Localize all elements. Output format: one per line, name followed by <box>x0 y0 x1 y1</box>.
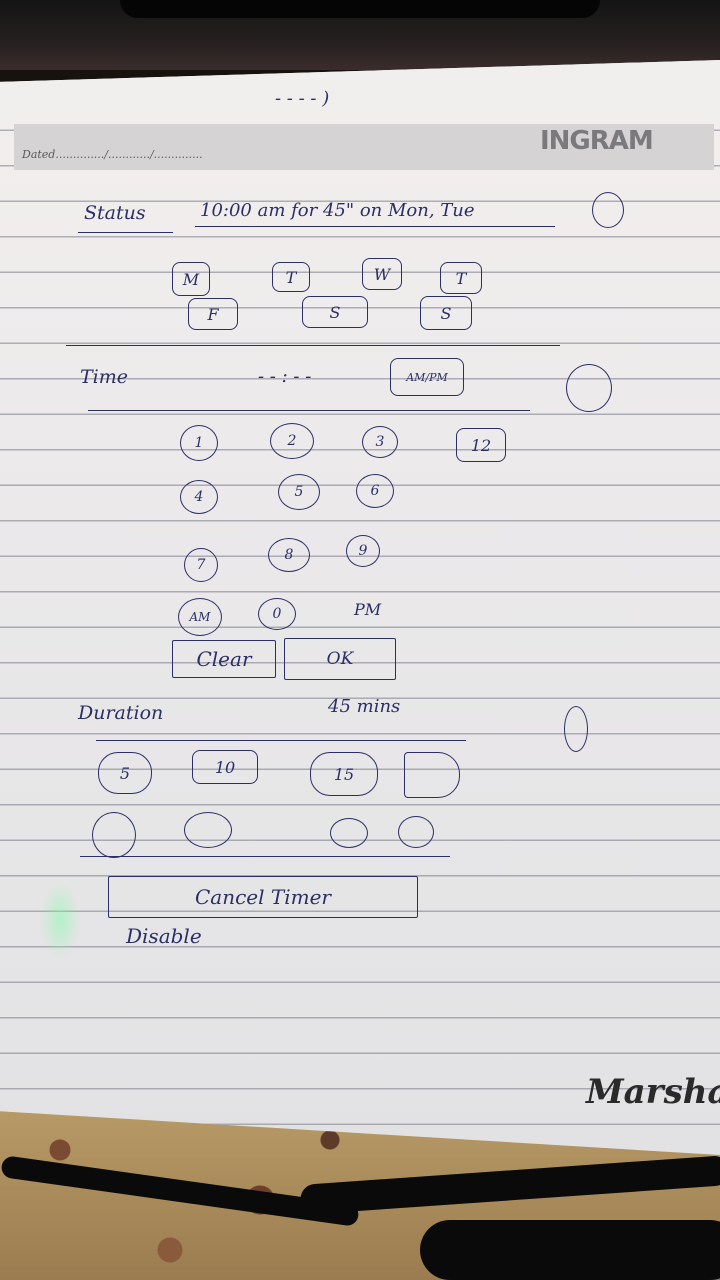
duration-radio-5[interactable] <box>92 812 136 858</box>
keypad-key-9[interactable]: 9 <box>346 535 380 567</box>
keypad-key-pm[interactable]: PM <box>354 600 382 619</box>
duration-label: Duration <box>78 702 164 724</box>
keypad-key-8[interactable]: 8 <box>268 538 310 572</box>
day-toggle-sun[interactable]: S <box>420 296 472 330</box>
time-value: - - : - - <box>258 366 312 387</box>
keypad-key-5[interactable]: 5 <box>278 474 320 510</box>
watermark-logo: Marshall <box>586 1072 720 1112</box>
time-radio[interactable] <box>566 364 612 412</box>
duration-option-5[interactable]: 5 <box>98 752 152 794</box>
ampm-toggle-button[interactable]: AM/PM <box>390 358 464 396</box>
keypad-key-12[interactable]: 12 <box>456 428 506 462</box>
status-radio[interactable] <box>592 192 624 228</box>
duration-option-10[interactable]: 10 <box>192 750 258 784</box>
time-section-divider <box>88 410 530 411</box>
keypad-key-0[interactable]: 0 <box>258 598 296 630</box>
cable-top <box>120 0 600 18</box>
clear-button[interactable]: Clear <box>172 640 276 678</box>
duration-option-15[interactable]: 15 <box>310 752 378 796</box>
keypad-key-4[interactable]: 4 <box>180 480 218 514</box>
day-toggle-fri[interactable]: F <box>188 298 238 330</box>
header-band <box>14 124 714 170</box>
time-label: Time <box>80 366 129 388</box>
keypad-key-am[interactable]: AM <box>178 598 222 636</box>
day-toggle-tue[interactable]: T <box>272 262 310 292</box>
status-text: 10:00 am for 45" on Mon, Tue <box>200 200 475 221</box>
duration-radio-10[interactable] <box>184 812 232 848</box>
day-toggle-mon[interactable]: M <box>172 262 210 296</box>
cancel-timer-note: Disable <box>126 924 202 948</box>
cancel-timer-button[interactable]: Cancel Timer <box>108 876 418 918</box>
status-label: Status <box>84 202 146 224</box>
light-glare <box>40 880 80 960</box>
duration-radio-custom[interactable] <box>398 816 434 848</box>
duration-option-custom[interactable] <box>404 752 460 798</box>
keypad-key-6[interactable]: 6 <box>356 474 394 508</box>
duration-section-divider <box>96 740 466 741</box>
keypad-key-3[interactable]: 3 <box>362 426 398 458</box>
day-toggle-wed[interactable]: W <box>362 258 402 290</box>
dated-label: Dated............../............/.......… <box>22 148 203 161</box>
ok-button[interactable]: OK <box>284 638 396 680</box>
duration-value: 45 mins <box>328 696 401 717</box>
keypad-key-7[interactable]: 7 <box>184 548 218 582</box>
day-toggle-thu[interactable]: T <box>440 262 482 294</box>
cable-right <box>420 1220 720 1280</box>
brand-logo: INGRAM <box>540 126 654 156</box>
keypad-key-1[interactable]: 1 <box>180 425 218 461</box>
duration-radio-15[interactable] <box>330 818 368 848</box>
status-underline <box>78 232 173 233</box>
status-text-underline <box>195 226 555 227</box>
status-section-divider <box>66 345 560 346</box>
top-scribble: - - - - ) <box>275 88 330 109</box>
duration-bottom-divider <box>80 856 450 857</box>
keypad-key-2[interactable]: 2 <box>270 423 314 459</box>
day-toggle-sat[interactable]: S <box>302 296 368 328</box>
duration-radio[interactable] <box>564 706 588 752</box>
